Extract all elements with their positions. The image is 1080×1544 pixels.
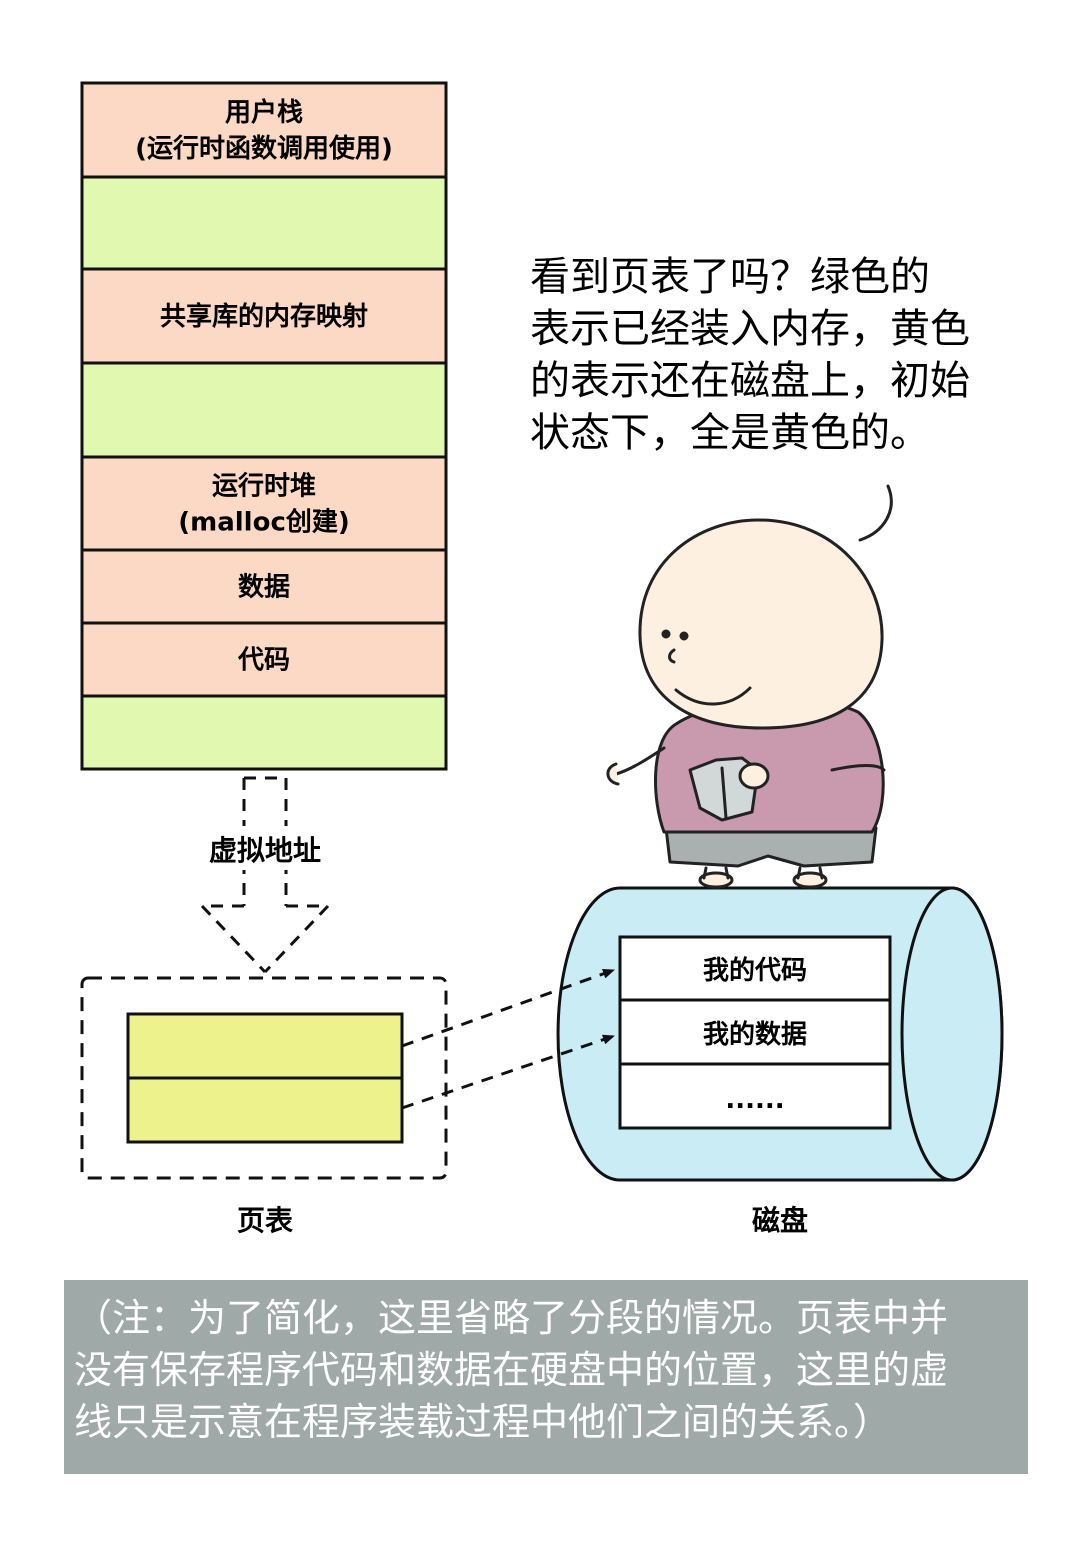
- page-table-label: 页表: [237, 1204, 293, 1237]
- footnote-line: 线只是示意在程序装载过程中他们之间的关系。）: [74, 1400, 892, 1444]
- memory-segment-label: (malloc创建): [178, 508, 350, 538]
- memory-segment-free: [80, 175, 448, 271]
- memory-segment-label: (运行时函数调用使用): [135, 133, 393, 164]
- mapping-arrow-code: [401, 968, 615, 1048]
- footnote-line: 没有保存程序代码和数据在硬盘中的位置，这里的虚: [74, 1348, 949, 1392]
- memory-segment-label: 用户栈: [225, 97, 303, 128]
- speech-bubble: 看到页表了吗？绿色的 表示已经装入内存，黄色 的表示还在磁盘上，初始 状态下，全…: [530, 254, 970, 456]
- memory-segment-label: 共享库的内存映射: [160, 301, 368, 332]
- disk-label: 磁盘: [752, 1204, 808, 1237]
- speech-tail: [858, 484, 893, 542]
- memory-segment-used: [80, 81, 448, 179]
- memory-segment-label: 代码: [237, 646, 290, 676]
- memory-segment-free: [80, 694, 448, 771]
- page-table-entry-1: [126, 1012, 404, 1080]
- virtual-address-arrow: [200, 776, 330, 974]
- memory-layout-border: [80, 81, 448, 771]
- footnote-line: （注：为了简化，这里省略了分段的情况。页表中并: [74, 1296, 949, 1340]
- disk-row-data: 我的数据: [703, 1019, 807, 1050]
- memory-segment-label: 数据: [238, 573, 290, 603]
- memory-segment-free: [80, 361, 448, 459]
- disk-row-more: ......: [725, 1085, 784, 1115]
- virtual-address-label: 虚拟地址: [209, 834, 321, 867]
- speech-line: 状态下，全是黄色的。: [530, 410, 930, 456]
- disk-row-code: 我的代码: [703, 955, 807, 986]
- memory-segment-label: 运行时堆: [212, 471, 316, 502]
- disk-table: [618, 935, 892, 1130]
- cartoon-character: [606, 518, 886, 889]
- speech-line: 表示已经装入内存，黄色: [530, 306, 970, 352]
- mapping-arrow-data: [401, 1034, 615, 1110]
- page-table-frame: [80, 976, 448, 1180]
- speech-line: 看到页表了吗？绿色的: [530, 254, 930, 300]
- virtual-address-label-bg: [204, 826, 326, 870]
- speech-line: 的表示还在磁盘上，初始: [530, 358, 970, 404]
- footnote-box: （注：为了简化，这里省略了分段的情况。页表中并 没有保存程序代码和数据在硬盘中的…: [64, 1280, 1028, 1474]
- page-table-entry-2: [126, 1076, 404, 1144]
